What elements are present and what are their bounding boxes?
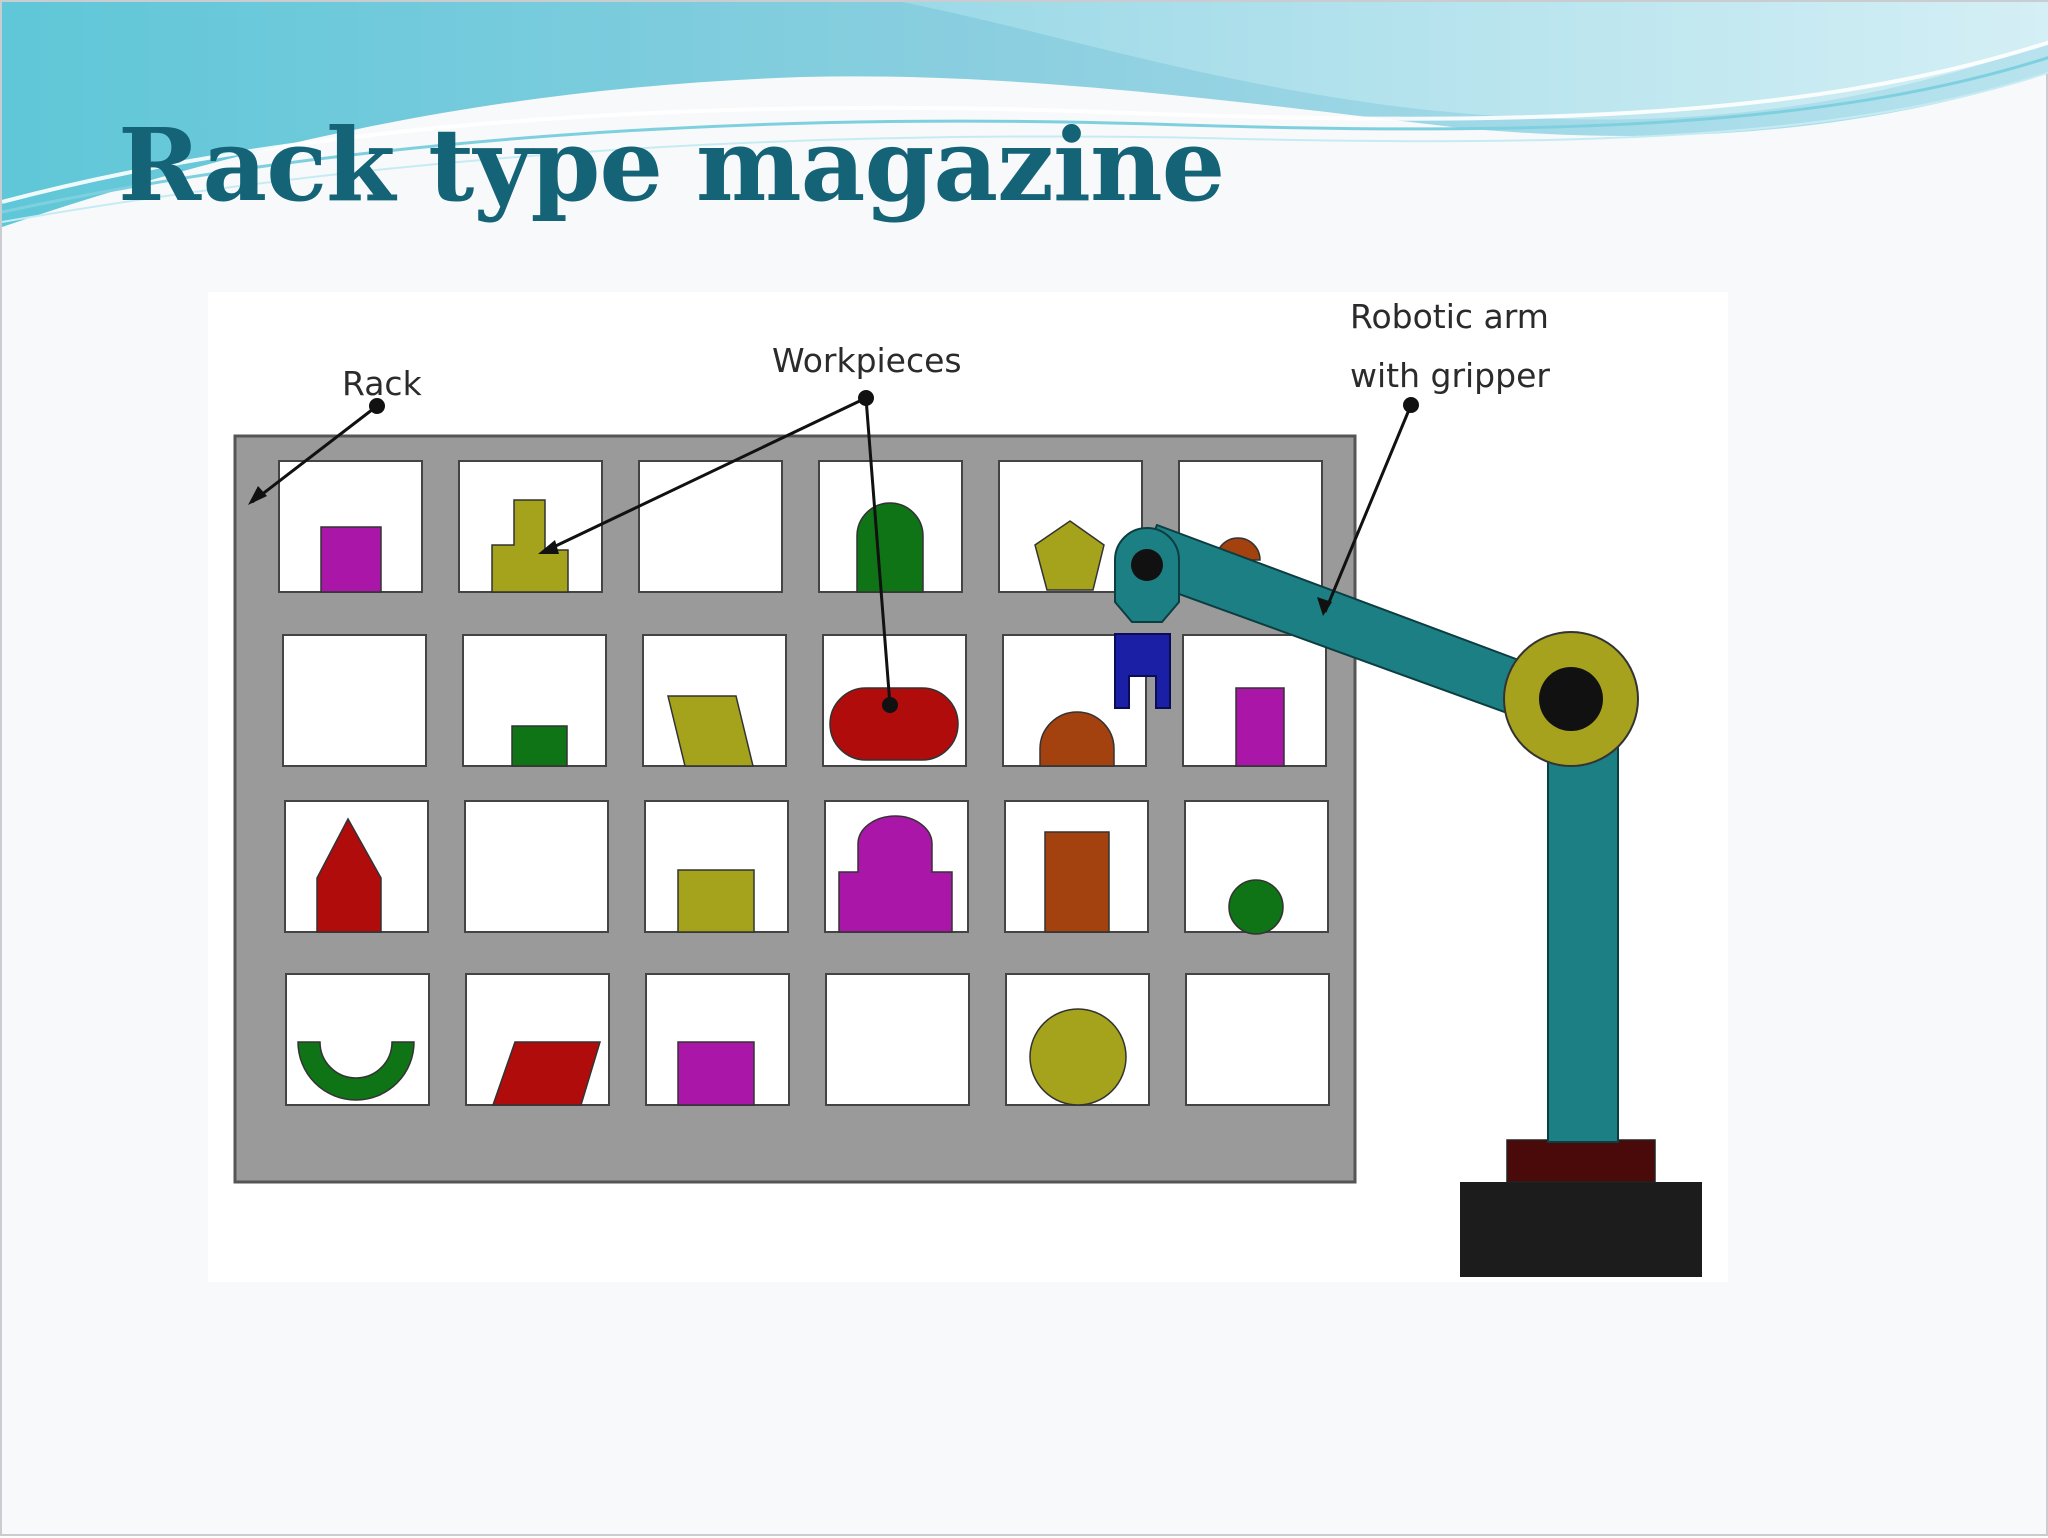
label-robotic-arm-line2: with gripper [1350, 356, 1550, 395]
leader-line-workpiece-stepped [542, 396, 867, 554]
workpiece-green-circle [1228, 879, 1284, 935]
leader-arrowheads [248, 486, 1332, 616]
rack-cell [1185, 973, 1330, 1106]
leader-dot [369, 398, 385, 414]
workpiece-brown-half-disc [1039, 711, 1115, 767]
robot-gripper [1114, 633, 1171, 709]
label-rack: Rack [342, 364, 423, 403]
workpiece-olive-stepped-block [491, 499, 569, 593]
leader-dot [882, 697, 898, 713]
workpiece-olive-pentagon [1034, 520, 1105, 591]
label-workpieces: Workpieces [772, 341, 962, 380]
robot-elbow-joint-center [1539, 667, 1603, 731]
workpiece-magenta-rectangle [320, 526, 382, 593]
leader-line-rack [251, 404, 378, 504]
workpiece-magenta-domed-block [838, 815, 953, 933]
workpiece-olive-parallelogram [667, 695, 754, 767]
leader-lines [251, 396, 1413, 706]
workpiece-green-arch [856, 502, 924, 593]
workpiece-olive-circle [1029, 1008, 1127, 1106]
rack-cell [638, 460, 783, 593]
arrowhead-workpiece [538, 540, 559, 554]
workpiece-green-rectangle [511, 725, 568, 767]
leader-dot [1403, 397, 1419, 413]
workpiece-red-parallelogram [491, 1041, 602, 1106]
slide-title: Rack type magazine [118, 106, 1225, 224]
label-robotic-arm-line1: Robotic arm [1350, 297, 1549, 336]
leader-line-workpiece-bar [864, 397, 892, 706]
arrowhead-robotic-arm [1317, 597, 1332, 616]
arrowhead-rack [248, 486, 267, 505]
decorative-wave-banner [2, 2, 2048, 227]
leader-dots [369, 390, 1419, 713]
robot-base [1460, 1182, 1702, 1277]
workpiece-red-house-shape [316, 817, 382, 933]
leader-line-robotic-arm [1323, 404, 1413, 613]
robot-wrist-pivot [1131, 549, 1163, 581]
robot-base-plate [1506, 1139, 1656, 1183]
workpiece-brown-rectangle [1044, 831, 1110, 933]
rack-cell [282, 634, 427, 767]
rack-cell [825, 973, 970, 1106]
workpiece-red-rounded-bar [829, 687, 959, 761]
workpiece-green-u-shape [297, 1041, 415, 1101]
leader-dot [858, 390, 874, 406]
robot-lower-arm [1547, 701, 1619, 1143]
workpiece-magenta-rectangle [1235, 687, 1285, 767]
rack-cell [464, 800, 609, 933]
workpiece-magenta-rectangle [677, 1041, 755, 1106]
workpiece-olive-rectangle [677, 869, 755, 933]
